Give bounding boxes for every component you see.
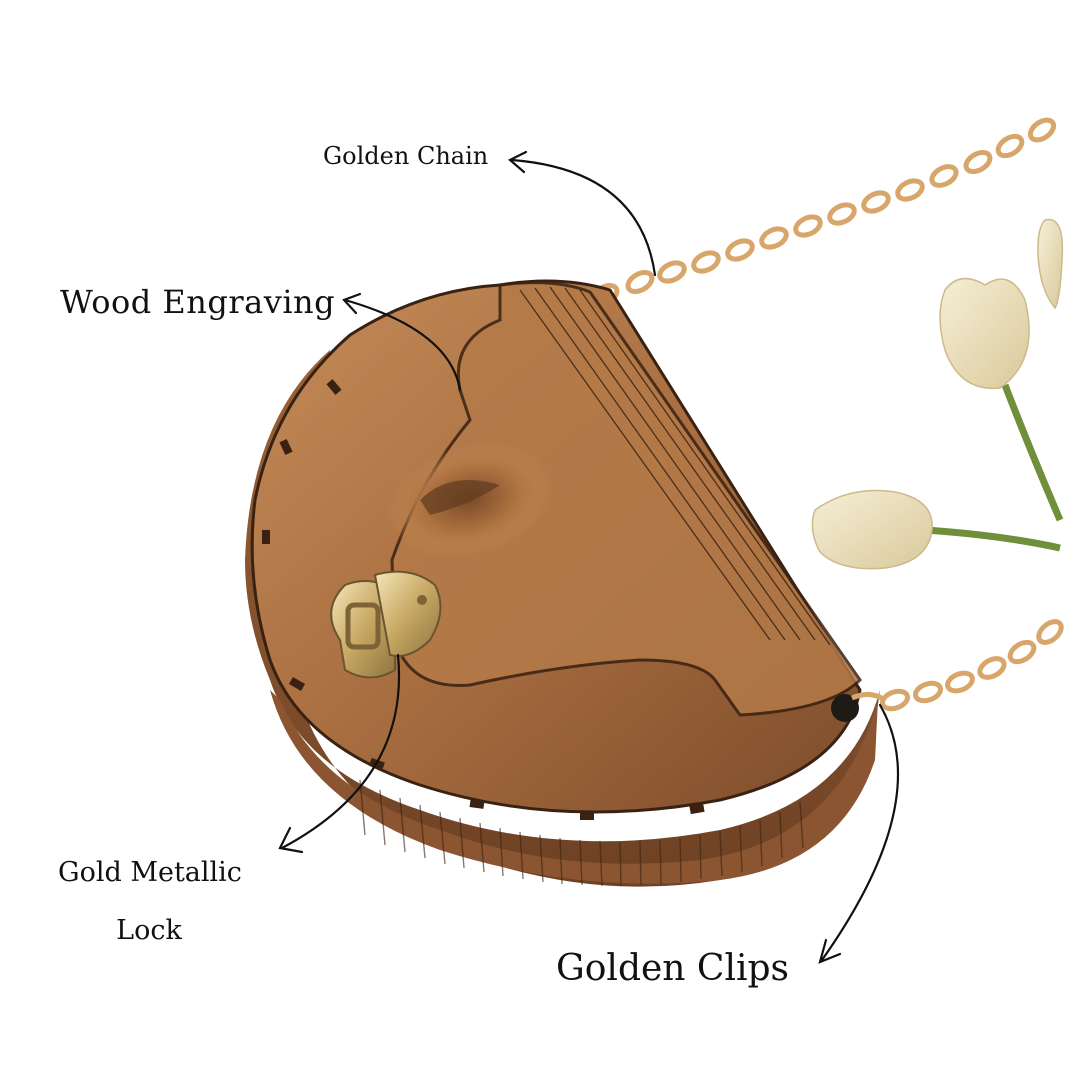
- label-golden-chain: Golden Chain: [323, 142, 489, 170]
- engraved-lines: [519, 286, 831, 646]
- label-gold-metallic-lock: Gold Metallic Lock: [58, 844, 242, 960]
- tulip-stem: [1001, 383, 1064, 522]
- golden-clip: [831, 694, 859, 722]
- clip-ring: [850, 692, 887, 703]
- arrow-golden-clips: [820, 703, 900, 962]
- arrow-golden-chain: [510, 158, 657, 277]
- label-gold-metallic-lock-line1: Gold Metallic: [58, 857, 242, 888]
- arrowhead-golden-clips: [818, 938, 842, 964]
- label-gold-metallic-lock-line2: Lock: [116, 915, 182, 946]
- label-golden-clips: Golden Clips: [556, 948, 790, 989]
- tulip-flowers: [811, 218, 1064, 570]
- side-slat-lines: [359, 779, 804, 887]
- arrowhead-golden-chain: [508, 150, 528, 174]
- tulip-stem: [924, 526, 1061, 552]
- arrowhead-gold-lock: [278, 826, 304, 854]
- arrow-gold-lock: [280, 653, 401, 850]
- knot-core: [420, 480, 500, 515]
- gold-lock: [330, 570, 442, 679]
- bag-bottom-band: [270, 690, 878, 884]
- arrow-wood-engraving: [343, 298, 462, 392]
- arrowhead-wood-engraving: [342, 292, 362, 315]
- label-wood-engraving: Wood Engraving: [60, 283, 336, 321]
- tulip-bud: [811, 489, 933, 570]
- tulip-bud: [939, 277, 1030, 390]
- callout-arrows: [278, 150, 900, 964]
- bag-flap: [390, 281, 862, 717]
- tulip-bud: [1037, 218, 1064, 310]
